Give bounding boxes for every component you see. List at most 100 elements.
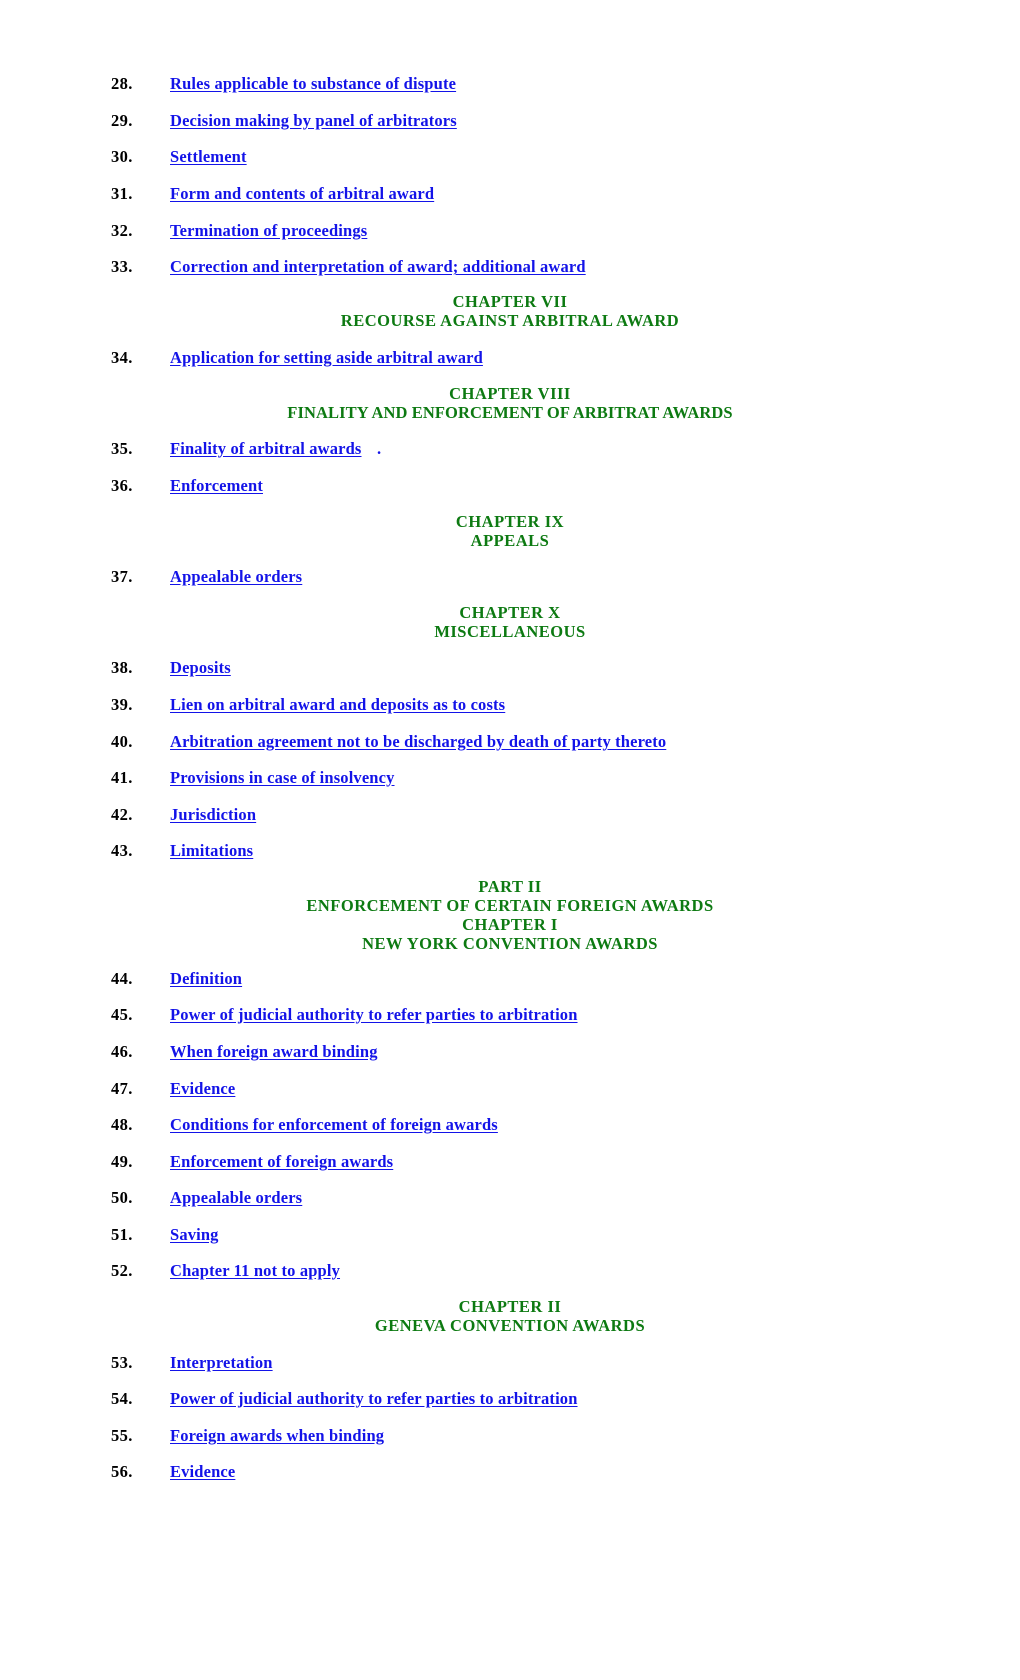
underline-tail xyxy=(219,1225,277,1245)
toc-entry-number: 42. xyxy=(111,805,133,824)
toc-entry-number: 32. xyxy=(111,221,133,240)
toc-entry[interactable]: 28. Rules applicable to substance of dis… xyxy=(0,74,1020,100)
toc-entry[interactable]: 45. Power of judicial authority to refer… xyxy=(0,1005,1020,1031)
chapter-heading-ii-geneva: CHAPTER II GENEVA CONVENTION AWARDS xyxy=(0,1297,1020,1335)
toc-entry-link[interactable]: Power of judicial authority to refer par… xyxy=(170,1389,578,1408)
toc-entry[interactable]: 56. Evidence xyxy=(0,1462,1020,1488)
toc-entry-number: 40. xyxy=(111,732,133,751)
toc-entry-number: 31. xyxy=(111,184,133,203)
part-heading-ii: PART II ENFORCEMENT OF CERTAIN FOREIGN A… xyxy=(0,877,1020,953)
toc-entry-link[interactable]: Jurisdiction xyxy=(170,805,257,824)
heading-line: CHAPTER VII xyxy=(452,292,568,311)
toc-entry-link[interactable]: Rules applicable to substance of dispute xyxy=(170,74,457,93)
toc-entry-number: 39. xyxy=(111,695,133,714)
toc-entry[interactable]: 52. Chapter 11 not to apply xyxy=(0,1261,1020,1287)
toc-entry-number: 43. xyxy=(111,841,133,860)
toc-entry[interactable]: 49. Enforcement of foreign awards xyxy=(0,1152,1020,1178)
toc-entry[interactable]: 50. Appealable orders xyxy=(0,1188,1020,1214)
toc-entry[interactable]: 51. Saving xyxy=(0,1225,1020,1251)
toc-entry[interactable]: 44. Definition xyxy=(0,969,1020,995)
toc-entry-number: 44. xyxy=(111,969,133,988)
toc-entry[interactable]: 30. Settlement xyxy=(0,147,1020,173)
toc-entry[interactable]: 33. Correction and interpretation of awa… xyxy=(0,257,1020,283)
chapter-heading-viii: CHAPTER VIII FINALITY AND ENFORCEMENT OF… xyxy=(0,384,1020,422)
toc-entry-link[interactable]: Evidence xyxy=(170,1462,236,1481)
toc-entry-number: 53. xyxy=(111,1353,133,1372)
toc-entry-label: Termination of proceedings xyxy=(170,221,368,240)
toc-entry-number: 37. xyxy=(111,567,133,586)
toc-entry[interactable]: 37. Appealable orders xyxy=(0,567,1020,593)
toc-entry[interactable]: 48. Conditions for enforcement of foreig… xyxy=(0,1115,1020,1141)
toc-entry-link[interactable]: Arbitration agreement not to be discharg… xyxy=(170,732,667,751)
toc-entry-link[interactable]: Lien on arbitral award and deposits as t… xyxy=(170,695,506,714)
toc-entry[interactable]: 38. Deposits xyxy=(0,658,1020,684)
toc-entry-link[interactable]: Chapter 11 not to apply xyxy=(170,1261,341,1280)
toc-entry-link[interactable]: Provisions in case of insolvency xyxy=(170,768,395,787)
heading-line: GENEVA CONVENTION AWARDS xyxy=(374,1316,646,1335)
toc-entry-number: 55. xyxy=(111,1426,133,1445)
toc-entry[interactable]: 34. Application for setting aside arbitr… xyxy=(0,348,1020,374)
toc-entry-number: 36. xyxy=(111,476,133,495)
toc-entry[interactable]: 42. Jurisdiction xyxy=(0,805,1020,831)
heading-line: CHAPTER VIII xyxy=(449,384,571,403)
toc-entry-link[interactable]: Finality of arbitral awards xyxy=(170,439,362,458)
toc-entry[interactable]: 47. Evidence xyxy=(0,1079,1020,1105)
heading-line: APPEALS xyxy=(470,531,550,550)
toc-entry-link[interactable]: Limitations xyxy=(170,841,254,860)
toc-entry[interactable]: 29. Decision making by panel of arbitrat… xyxy=(0,111,1020,137)
toc-entry-label: Saving xyxy=(170,1225,219,1244)
toc-entry-number: 33. xyxy=(111,257,133,276)
toc-entry[interactable]: 36. Enforcement xyxy=(0,476,1020,502)
toc-entry-number: 29. xyxy=(111,111,133,130)
toc-entry-link[interactable]: Foreign awards when binding xyxy=(170,1426,385,1445)
toc-entry-link[interactable]: When foreign award binding xyxy=(170,1042,378,1061)
toc-entry-link[interactable]: Correction and interpretation of award; … xyxy=(170,257,586,276)
heading-line: CHAPTER X xyxy=(459,603,561,622)
toc-entry[interactable]: 32. Termination of proceedings xyxy=(0,221,1020,247)
toc-entry-link[interactable]: Form and contents of arbitral award xyxy=(170,184,435,203)
heading-line: CHAPTER I xyxy=(462,915,558,934)
toc-entry[interactable]: 53. Interpretation xyxy=(0,1353,1020,1379)
toc-entry-link[interactable]: Evidence xyxy=(170,1079,236,1098)
toc-entry[interactable]: 39. Lien on arbitral award and deposits … xyxy=(0,695,1020,721)
toc-entry-link[interactable]: Enforcement xyxy=(170,476,263,495)
toc-entry[interactable]: 41. Provisions in case of insolvency xyxy=(0,768,1020,794)
toc-entry-link[interactable]: Appealable orders xyxy=(170,1188,303,1207)
toc-entry-number: 45. xyxy=(111,1005,133,1024)
toc-entry-link[interactable]: Definition xyxy=(170,969,243,988)
toc-entry-link[interactable]: Settlement xyxy=(170,147,247,166)
toc-entry-link[interactable]: Saving xyxy=(170,1225,277,1245)
toc-entry-link[interactable]: Conditions for enforcement of foreign aw… xyxy=(170,1115,498,1134)
toc-entry-link[interactable]: Appealable orders xyxy=(170,567,303,586)
toc-entry-link[interactable]: Interpretation xyxy=(170,1353,273,1372)
toc-entry[interactable]: 46. When foreign award binding xyxy=(0,1042,1020,1068)
toc-entry-link[interactable]: Termination of proceedings xyxy=(170,221,425,241)
toc-entry-number: 47. xyxy=(111,1079,133,1098)
toc-entry-number: 38. xyxy=(111,658,133,677)
toc-entry-link[interactable]: Enforcement of foreign awards xyxy=(170,1152,394,1171)
toc-entry[interactable]: 55. Foreign awards when binding xyxy=(0,1426,1020,1452)
toc-entry-number: 28. xyxy=(111,74,133,93)
toc-entry[interactable]: 35. Finality of arbitral awards . xyxy=(0,439,1020,465)
toc-entry-link[interactable]: Decision making by panel of arbitrators xyxy=(170,111,457,130)
heading-line: ENFORCEMENT OF CERTAIN FOREIGN AWARDS xyxy=(306,896,714,915)
toc-entry-number: 50. xyxy=(111,1188,133,1207)
toc-entry[interactable]: 54. Power of judicial authority to refer… xyxy=(0,1389,1020,1415)
toc-entry-number: 51. xyxy=(111,1225,133,1244)
heading-line: PART II xyxy=(478,877,542,896)
chapter-heading-vii: CHAPTER VII RECOURSE AGAINST ARBITRAL AW… xyxy=(0,292,1020,330)
toc-entry[interactable]: 40. Arbitration agreement not to be disc… xyxy=(0,732,1020,758)
toc-entry-number: 30. xyxy=(111,147,133,166)
toc-entry-link[interactable]: Deposits xyxy=(170,658,231,677)
toc-entry-link[interactable]: Application for setting aside arbitral a… xyxy=(170,348,483,367)
toc-entry-number: 46. xyxy=(111,1042,133,1061)
toc-entry[interactable]: 31. Form and contents of arbitral award xyxy=(0,184,1020,210)
toc-entry-number: 34. xyxy=(111,348,133,367)
underline-tail xyxy=(367,221,425,241)
chapter-heading-ix: CHAPTER IX APPEALS xyxy=(0,512,1020,550)
toc-entry-number: 52. xyxy=(111,1261,133,1280)
toc-entry-link[interactable]: Power of judicial authority to refer par… xyxy=(170,1005,578,1024)
heading-line: CHAPTER IX xyxy=(455,512,565,531)
heading-line: FINALITY AND ENFORCEMENT OF ARBITRAT AWA… xyxy=(287,403,733,422)
toc-entry[interactable]: 43. Limitations xyxy=(0,841,1020,867)
